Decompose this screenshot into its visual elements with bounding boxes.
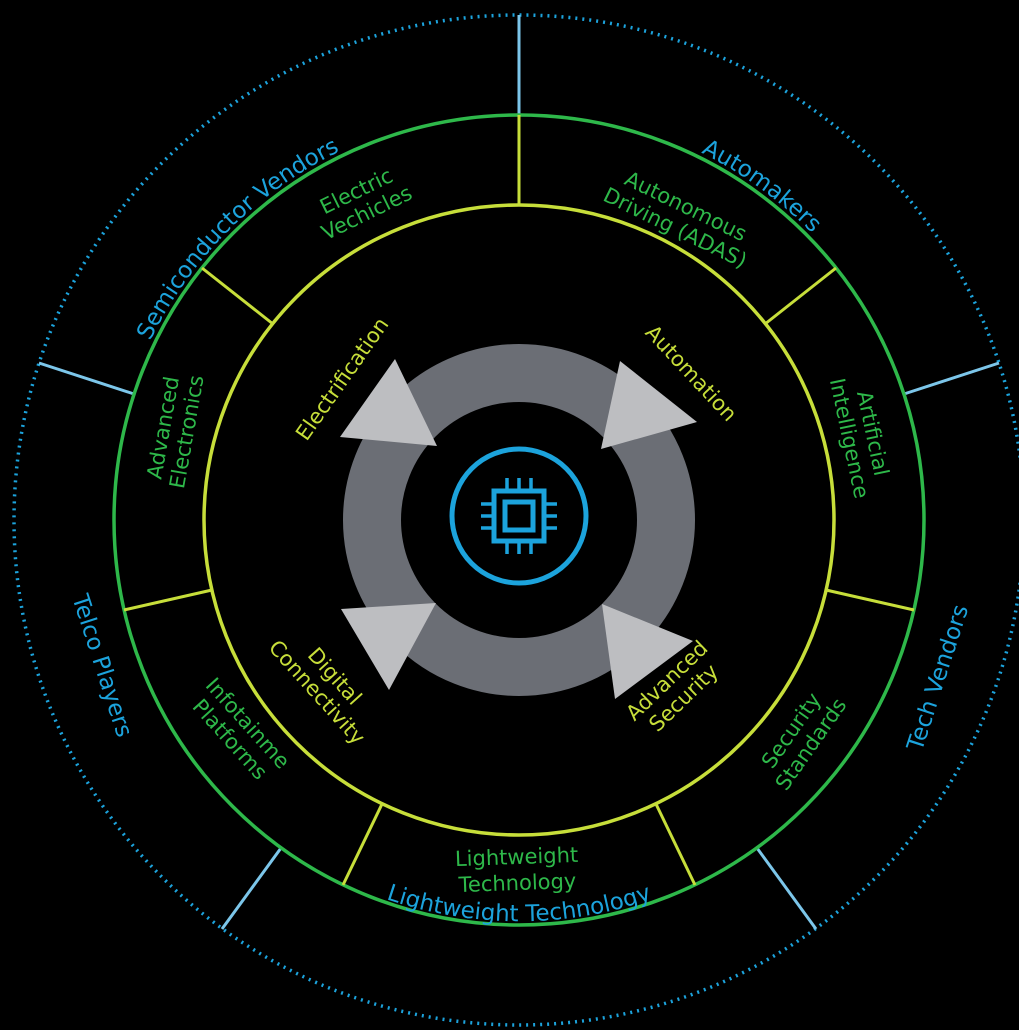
label-lightweight-technology-1: Lightweight	[455, 843, 579, 871]
outer-divider	[903, 361, 1000, 396]
outer-divider	[38, 361, 135, 396]
arrow-connectivity	[341, 603, 436, 690]
inner-ring	[202, 203, 836, 837]
label-lightweight-technology-2: Technology	[457, 869, 576, 897]
outer-dividers	[38, 15, 1000, 930]
middle-divider	[654, 803, 697, 886]
arrow-automation	[601, 361, 697, 449]
label-semiconductor-vendors: Semiconductor Vendors	[132, 133, 342, 343]
arrow-security	[602, 604, 693, 699]
arrow-electrification	[340, 359, 437, 446]
outer-divider	[755, 847, 818, 930]
middle-divider	[201, 266, 274, 326]
middle-divider	[825, 588, 915, 612]
middle-divider	[341, 803, 384, 886]
middle-divider	[123, 588, 213, 612]
middle-ring	[112, 113, 926, 927]
middle-dividers	[123, 115, 915, 886]
chip-icon	[449, 446, 589, 586]
outer-divider	[220, 847, 283, 930]
cycle-arrows	[340, 359, 697, 699]
label-tech-vendors: Tech Vendors	[902, 602, 974, 755]
middle-divider	[764, 266, 837, 326]
cycle-ring	[343, 344, 695, 696]
